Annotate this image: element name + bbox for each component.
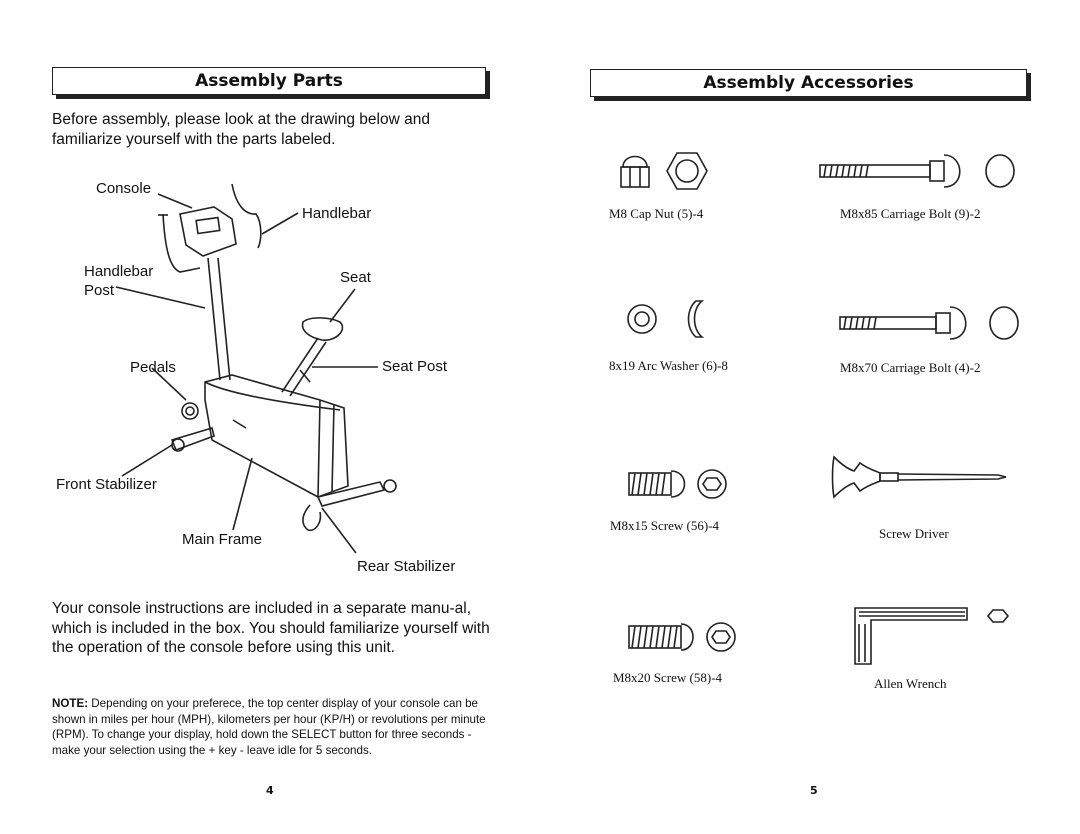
label-screw-20: M8x20 Screw (58)-4 bbox=[613, 670, 723, 685]
label-console: Console bbox=[96, 180, 152, 197]
screw-20-icon bbox=[628, 622, 736, 652]
allen-wrench-icon bbox=[854, 607, 1010, 665]
label-handlebar: Handlebar bbox=[302, 205, 372, 222]
label-cap-nut: M8 Cap Nut (5)-4 bbox=[609, 206, 704, 221]
label-screw-driver: Screw Driver bbox=[879, 526, 949, 541]
screw-driver-icon bbox=[831, 455, 1007, 499]
cap-nut-icon bbox=[620, 152, 708, 190]
label-arc-washer: 8x19 Arc Washer (6)-8 bbox=[609, 358, 728, 373]
label-pedals: Pedals bbox=[130, 359, 176, 376]
label-handlebar-post-line2: Post bbox=[84, 282, 115, 299]
label-seat: Seat bbox=[340, 269, 371, 286]
label-main-frame: Main Frame bbox=[182, 531, 263, 548]
note-text: Depending on your preferece, the top cen… bbox=[52, 697, 486, 757]
carriage-bolt-85-icon bbox=[819, 154, 1015, 188]
console-instructions-paragraph: Your console instructions are included i… bbox=[52, 600, 490, 656]
carriage-bolt-70-icon bbox=[839, 306, 1019, 340]
label-carriage-bolt-85: M8x85 Carriage Bolt (9)-2 bbox=[840, 206, 981, 221]
page-number-left: 4 bbox=[266, 784, 274, 797]
note-paragraph: NOTE: Depending on your preferece, the t… bbox=[52, 696, 497, 758]
assembly-parts-header: Assembly Parts bbox=[52, 67, 486, 95]
label-screw-15: M8x15 Screw (56)-4 bbox=[610, 518, 720, 533]
exercise-bike-illustration bbox=[115, 183, 397, 554]
label-front-stabilizer: Front Stabilizer bbox=[56, 476, 157, 493]
label-allen-wrench: Allen Wrench bbox=[874, 676, 947, 691]
arc-washer-icon bbox=[627, 300, 705, 338]
screw-15-icon bbox=[628, 469, 727, 499]
label-handlebar-post-line1: Handlebar bbox=[84, 263, 154, 280]
label-seat-post: Seat Post bbox=[382, 358, 448, 375]
page-number-right: 5 bbox=[810, 784, 818, 797]
intro-text: Before assembly, please look at the draw… bbox=[52, 111, 430, 148]
label-rear-stabilizer: Rear Stabilizer bbox=[357, 558, 456, 575]
note-label: NOTE: bbox=[52, 697, 89, 710]
label-carriage-bolt-70: M8x70 Carriage Bolt (4)-2 bbox=[840, 360, 981, 375]
assembly-accessories-header: Assembly Accessories bbox=[590, 69, 1027, 97]
